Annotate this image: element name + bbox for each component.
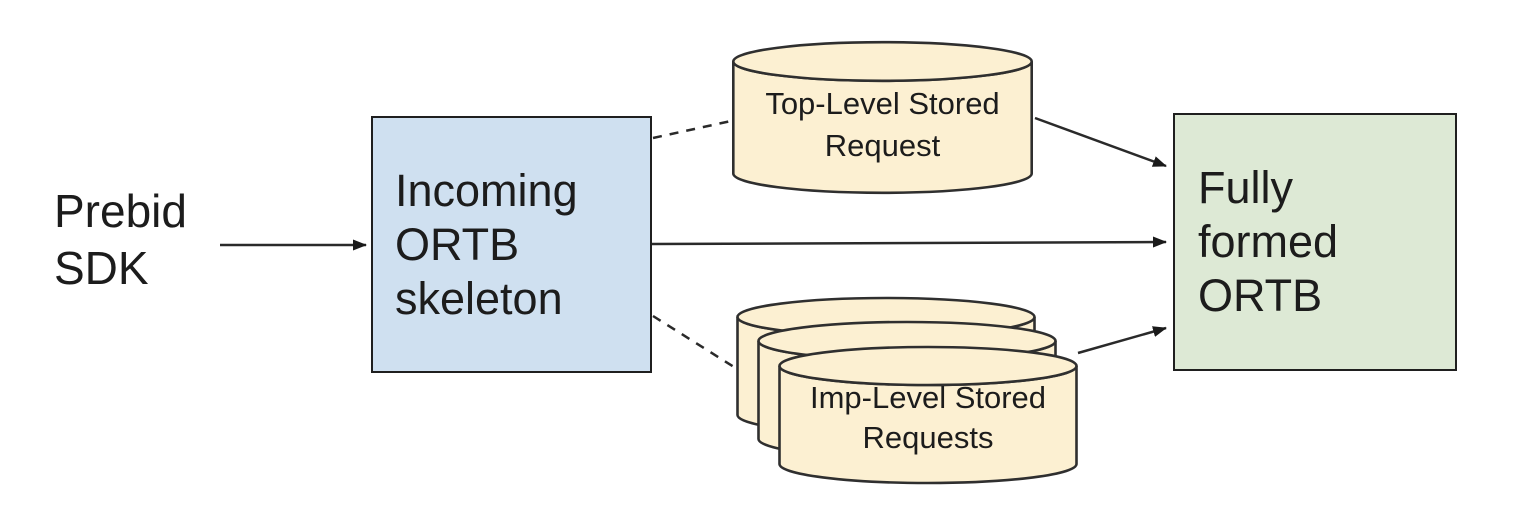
node-top-level-stored-request-label: Top-Level Stored Request <box>765 86 1000 163</box>
edge-implevel-to-fully-formed <box>1077 326 1167 355</box>
node-top-level-stored-request-shape <box>731 40 1033 195</box>
edge-skeleton-to-implevel-dashed <box>652 314 735 369</box>
node-incoming-ortb-skeleton: Incoming ORTB skeleton <box>371 116 652 373</box>
node-prebid-sdk-label: Prebid SDK <box>54 185 187 294</box>
node-fully-formed-ortb: Fully formed ORTB <box>1173 113 1457 371</box>
edge-skeleton-to-toplevel-dashed <box>652 119 732 140</box>
node-imp-level-stored-requests-shape <box>736 296 1078 485</box>
cylinder-front <box>778 345 1078 485</box>
node-imp-level-stored-requests-label: Imp-Level Stored Requests <box>809 380 1047 455</box>
cylinder-rim <box>731 40 1033 83</box>
edge-skeleton-to-fully-formed <box>651 236 1167 248</box>
node-fully-formed-ortb-label: Fully formed ORTB <box>1198 162 1339 321</box>
node-incoming-ortb-skeleton-label: Incoming ORTB skeleton <box>395 164 578 324</box>
edge-toplevel-to-fully-formed <box>1034 116 1167 168</box>
